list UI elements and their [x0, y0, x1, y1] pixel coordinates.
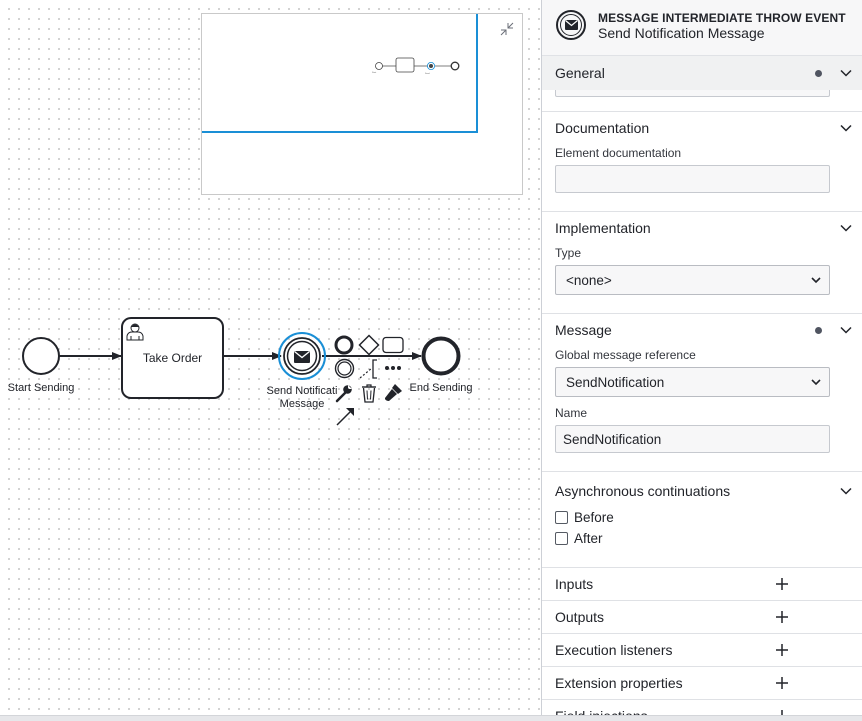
chevron-down-icon: [840, 326, 852, 334]
group-title: Implementation: [555, 220, 651, 236]
task-rect: [121, 317, 224, 399]
group-title: Execution listeners: [555, 642, 673, 658]
has-content-dot: [815, 326, 822, 334]
horizontal-scrollbar[interactable]: [0, 715, 862, 721]
start-event-circle: [22, 337, 60, 375]
envelope-icon: [294, 350, 310, 363]
element-type: MESSAGE INTERMEDIATE THROW EVENT: [598, 11, 846, 25]
svg-text:Send: Send: [425, 73, 430, 75]
group-message-header[interactable]: Message: [542, 314, 862, 346]
circle-bold-icon[interactable]: [334, 335, 354, 355]
checkbox-label: After: [574, 531, 603, 546]
group-general-header[interactable]: General: [542, 56, 862, 90]
panel-header: MESSAGE INTERMEDIATE THROW EVENT Send No…: [542, 0, 862, 56]
group-execution-listeners-header[interactable]: Execution listeners: [542, 634, 862, 666]
async-after-checkbox[interactable]: After: [555, 528, 849, 549]
end-event-label: End Sending: [409, 382, 473, 394]
message-name-label: Name: [555, 406, 588, 420]
documentation-label: Element documentation: [555, 146, 682, 160]
collapse-arrows-icon[interactable]: [500, 22, 514, 36]
documentation-textarea[interactable]: [555, 165, 830, 193]
group-title: Outputs: [555, 609, 605, 625]
group-title: General: [555, 65, 605, 81]
checkbox-label: Before: [574, 510, 614, 525]
double-circle-icon[interactable]: [334, 358, 355, 379]
minimap-viewport[interactable]: [202, 14, 478, 133]
implementation-type-select[interactable]: <none>: [555, 265, 830, 295]
chevron-down-icon: [840, 487, 852, 495]
group-message: Message Global message reference SendNot…: [542, 314, 862, 472]
end-event[interactable]: [423, 338, 459, 374]
chevron-down-icon: [840, 224, 852, 232]
end-event-circle: [421, 336, 461, 376]
group-async-continuations: Asynchronous continuations Before After: [542, 475, 862, 568]
trash-icon[interactable]: [359, 383, 379, 404]
message-name-input[interactable]: SendNotification: [555, 425, 830, 453]
paint-brush-icon[interactable]: [383, 382, 404, 403]
group-inputs-header[interactable]: Inputs: [542, 568, 862, 600]
group-extension-properties-header[interactable]: Extension properties: [542, 667, 862, 699]
general-name-input-partial[interactable]: [555, 90, 830, 97]
group-general: General: [542, 56, 862, 112]
group-documentation-header[interactable]: Documentation: [542, 112, 862, 144]
type-label: Type: [555, 246, 582, 260]
async-before-checkbox[interactable]: Before: [555, 507, 849, 528]
checkbox-box[interactable]: [555, 511, 568, 524]
task-label: Take Order: [142, 351, 203, 365]
throw-event-label-line2: Message: [279, 398, 325, 410]
add-icon[interactable]: [775, 577, 789, 591]
element-name: Send Notification Message: [598, 25, 765, 41]
group-extension-properties: Extension properties: [542, 667, 862, 700]
throw-event-label-line1: Send Notificati: [266, 385, 338, 397]
group-title: Message: [555, 322, 612, 338]
minimap[interactable]: Start Send: [201, 13, 523, 195]
ellipsis-icon[interactable]: [382, 360, 404, 376]
diamond-icon[interactable]: [358, 334, 380, 356]
add-icon[interactable]: [775, 610, 789, 624]
process-diagram: [22, 317, 461, 399]
annotation-icon[interactable]: [358, 358, 380, 380]
group-outputs: Outputs: [542, 601, 862, 634]
group-documentation: Documentation Element documentation: [542, 112, 862, 212]
group-title: Extension properties: [555, 675, 683, 691]
chevron-down-icon: [811, 379, 821, 386]
connect-arrow-icon[interactable]: [335, 406, 356, 427]
group-title: Inputs: [555, 576, 594, 592]
chevron-down-icon: [811, 277, 821, 284]
select-value: SendNotification: [566, 374, 665, 390]
chevron-down-icon: [840, 124, 852, 132]
add-icon[interactable]: [775, 643, 789, 657]
svg-text:Start: Start: [372, 71, 377, 74]
global-message-reference-select[interactable]: SendNotification: [555, 367, 830, 397]
bpmn-canvas[interactable]: Start Send: [0, 0, 541, 721]
group-title: Asynchronous continuations: [555, 483, 731, 499]
checkbox-box[interactable]: [555, 532, 568, 545]
group-async-header[interactable]: Asynchronous continuations: [542, 475, 862, 507]
group-execution-listeners: Execution listeners: [542, 634, 862, 667]
start-event-label: Start Sending: [7, 382, 75, 394]
global-message-reference-label: Global message reference: [555, 348, 696, 362]
minimap-diagram-preview: Start Send: [372, 57, 460, 75]
user-icon: [125, 321, 145, 341]
group-inputs: Inputs: [542, 568, 862, 601]
selection-outline: [278, 332, 326, 380]
group-implementation-header[interactable]: Implementation: [542, 212, 862, 244]
properties-panel: MESSAGE INTERMEDIATE THROW EVENT Send No…: [541, 0, 862, 721]
message-throw-event[interactable]: [281, 335, 323, 377]
wrench-icon[interactable]: [334, 383, 354, 403]
group-title: Documentation: [555, 120, 650, 136]
rounded-rect-icon[interactable]: [382, 336, 404, 354]
add-icon[interactable]: [775, 676, 789, 690]
group-outputs-header[interactable]: Outputs: [542, 601, 862, 633]
group-implementation: Implementation Type <none>: [542, 212, 862, 314]
select-value: <none>: [566, 272, 612, 288]
start-event[interactable]: [22, 337, 60, 375]
chevron-down-icon: [840, 69, 852, 77]
message-throw-event-icon: [556, 10, 586, 40]
has-content-dot: [815, 69, 822, 77]
